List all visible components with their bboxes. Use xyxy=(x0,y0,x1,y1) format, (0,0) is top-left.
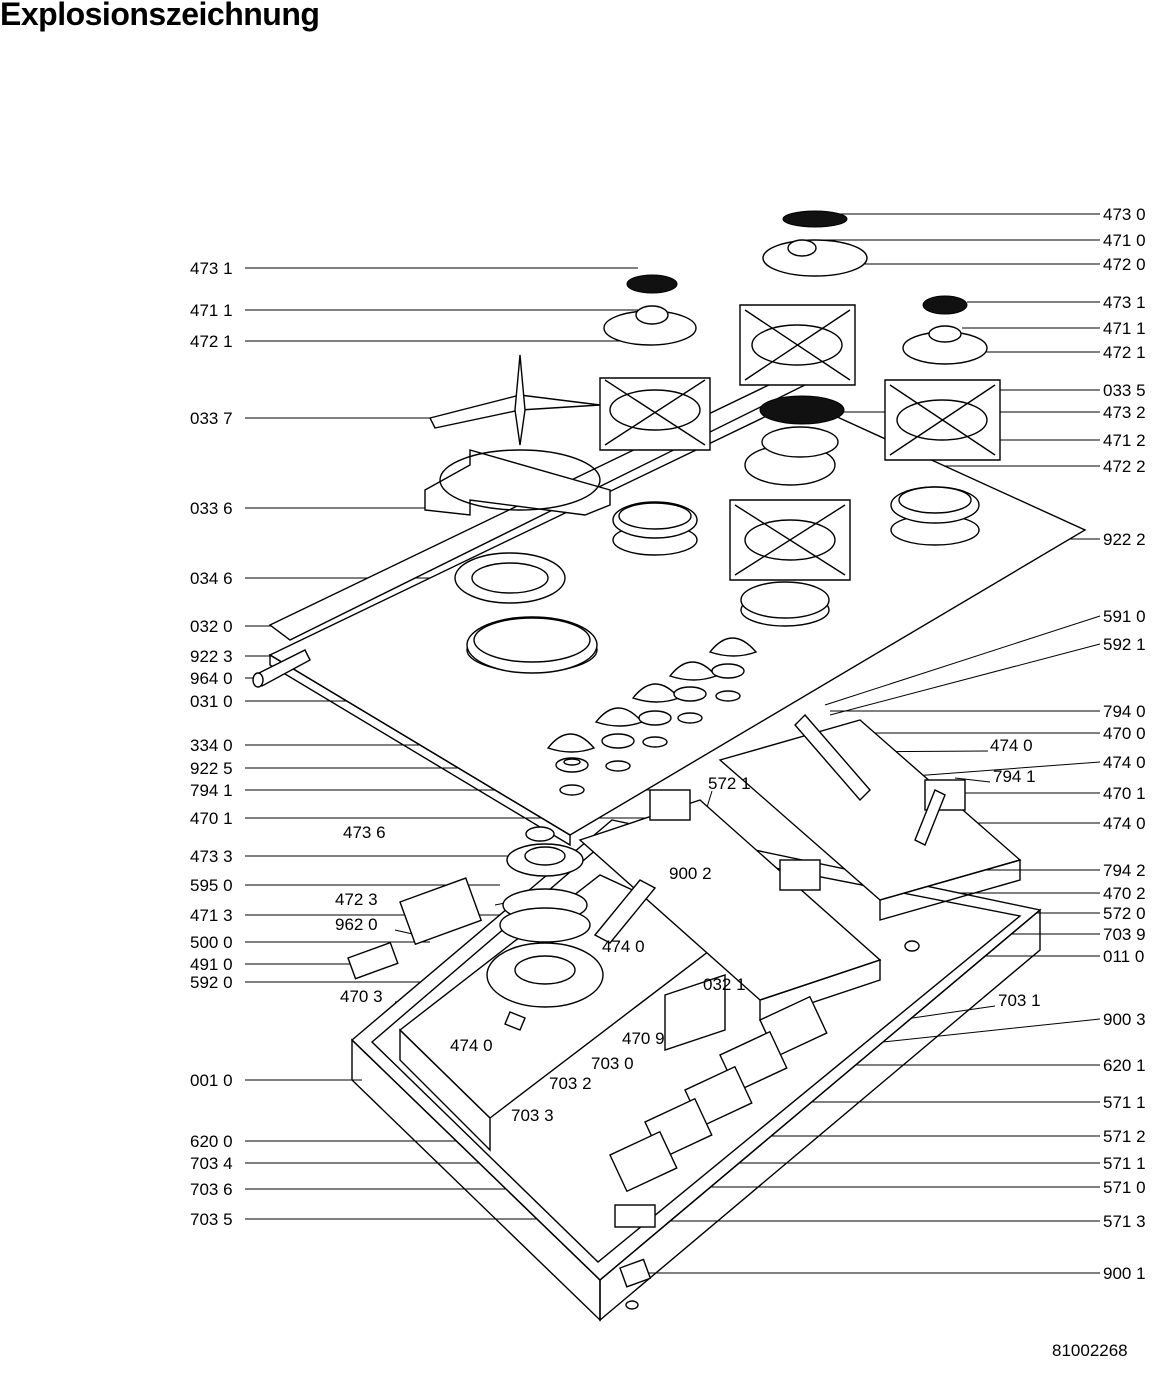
pan-supports xyxy=(424,304,1001,581)
part-label: 471 3 xyxy=(190,906,233,925)
part-label: 962 0 xyxy=(335,915,378,934)
part-label: 474 0 xyxy=(990,736,1033,755)
part-label: 473 1 xyxy=(190,259,233,278)
part-label: 470 1 xyxy=(190,809,233,828)
part-label: 922 5 xyxy=(190,759,233,778)
part-label: 033 5 xyxy=(1103,381,1146,400)
part-label: 470 3 xyxy=(340,987,383,1006)
part-label: 595 0 xyxy=(190,876,233,895)
part-label: 794 1 xyxy=(190,781,233,800)
part-label: 032 1 xyxy=(703,975,746,994)
part-label: 703 1 xyxy=(998,991,1041,1010)
page-title: Explosionszeichnung xyxy=(0,0,320,32)
part-label: 031 0 xyxy=(190,692,233,711)
part-label: 591 0 xyxy=(1103,607,1146,626)
part-label: 471 1 xyxy=(190,301,233,320)
part-label: 620 0 xyxy=(190,1132,233,1151)
leader-line xyxy=(824,615,1101,706)
part-label: 011 0 xyxy=(1103,947,1144,966)
part-label: 794 0 xyxy=(1103,702,1146,721)
control-knobs xyxy=(546,637,758,773)
part-label: 491 0 xyxy=(190,955,233,974)
part-label: 592 0 xyxy=(190,973,233,992)
part-label: 473 2 xyxy=(1103,403,1146,422)
part-label: 592 1 xyxy=(1103,635,1146,654)
part-label: 571 1 xyxy=(1103,1093,1146,1112)
part-label: 472 1 xyxy=(190,332,233,351)
part-label: 034 6 xyxy=(190,569,233,588)
part-label: 794 1 xyxy=(993,767,1036,786)
part-label: 703 0 xyxy=(591,1054,634,1073)
part-label: 703 9 xyxy=(1103,925,1146,944)
part-label: 472 3 xyxy=(335,890,378,909)
part-label: 900 2 xyxy=(669,864,712,883)
part-label: 703 6 xyxy=(190,1180,233,1199)
part-label: 471 1 xyxy=(1103,319,1146,338)
burner-heads xyxy=(486,210,988,1008)
part-label: 472 2 xyxy=(1103,457,1146,476)
part-label: 470 9 xyxy=(622,1029,665,1048)
part-label: 703 5 xyxy=(190,1210,233,1229)
part-label: 703 4 xyxy=(190,1154,233,1173)
part-label: 473 6 xyxy=(343,823,386,842)
side-trim xyxy=(252,649,311,688)
part-label: 473 0 xyxy=(1103,205,1146,224)
burner-seal-rings xyxy=(454,486,980,674)
part-label: 571 0 xyxy=(1103,1178,1146,1197)
part-label: 472 1 xyxy=(1103,343,1146,362)
part-label: 572 0 xyxy=(1103,904,1146,923)
part-label: 470 2 xyxy=(1103,884,1146,903)
part-label: 472 0 xyxy=(1103,255,1146,274)
leader-line xyxy=(954,777,991,783)
exploded-drawing: 473 1 471 1 472 1 033 7 033 6 034 6 032 0 922 3… xyxy=(190,205,1146,1322)
part-label: 474 0 xyxy=(1103,753,1146,772)
part-label: 900 3 xyxy=(1103,1010,1146,1029)
part-label: 572 1 xyxy=(708,774,751,793)
part-label: 471 0 xyxy=(1103,231,1146,250)
part-labels: 473 1 471 1 472 1 033 7 033 6 034 6 032 0 922 3… xyxy=(190,205,1146,1283)
part-label: 900 1 xyxy=(1103,1264,1146,1283)
part-label: 571 1 xyxy=(1103,1154,1146,1173)
part-label: 964 0 xyxy=(190,669,233,688)
part-label: 703 2 xyxy=(549,1074,592,1093)
part-label: 473 1 xyxy=(1103,293,1146,312)
part-label: 471 2 xyxy=(1103,431,1146,450)
leader-line xyxy=(829,643,1101,716)
document-number: 81002268 xyxy=(1052,1341,1128,1360)
part-label: 703 3 xyxy=(511,1106,554,1125)
part-label: 033 6 xyxy=(190,499,233,518)
part-label: 571 2 xyxy=(1103,1127,1146,1146)
part-label: 620 1 xyxy=(1103,1056,1146,1075)
part-label: 500 0 xyxy=(190,933,233,952)
part-label: 473 3 xyxy=(190,847,233,866)
part-label: 922 2 xyxy=(1103,530,1146,549)
part-label: 001 0 xyxy=(190,1071,233,1090)
part-label: 474 0 xyxy=(450,1036,493,1055)
valves-and-gas-parts xyxy=(347,713,966,1310)
part-label: 334 0 xyxy=(190,736,233,755)
part-label: 033 7 xyxy=(190,409,233,428)
part-label: 571 3 xyxy=(1103,1212,1146,1231)
part-label: 474 0 xyxy=(1103,814,1146,833)
part-label: 470 0 xyxy=(1103,724,1146,743)
part-label: 474 0 xyxy=(602,937,645,956)
part-label: 470 1 xyxy=(1103,784,1146,803)
part-label: 794 2 xyxy=(1103,861,1146,880)
part-label: 922 3 xyxy=(190,647,233,666)
part-label: 032 0 xyxy=(190,617,233,636)
